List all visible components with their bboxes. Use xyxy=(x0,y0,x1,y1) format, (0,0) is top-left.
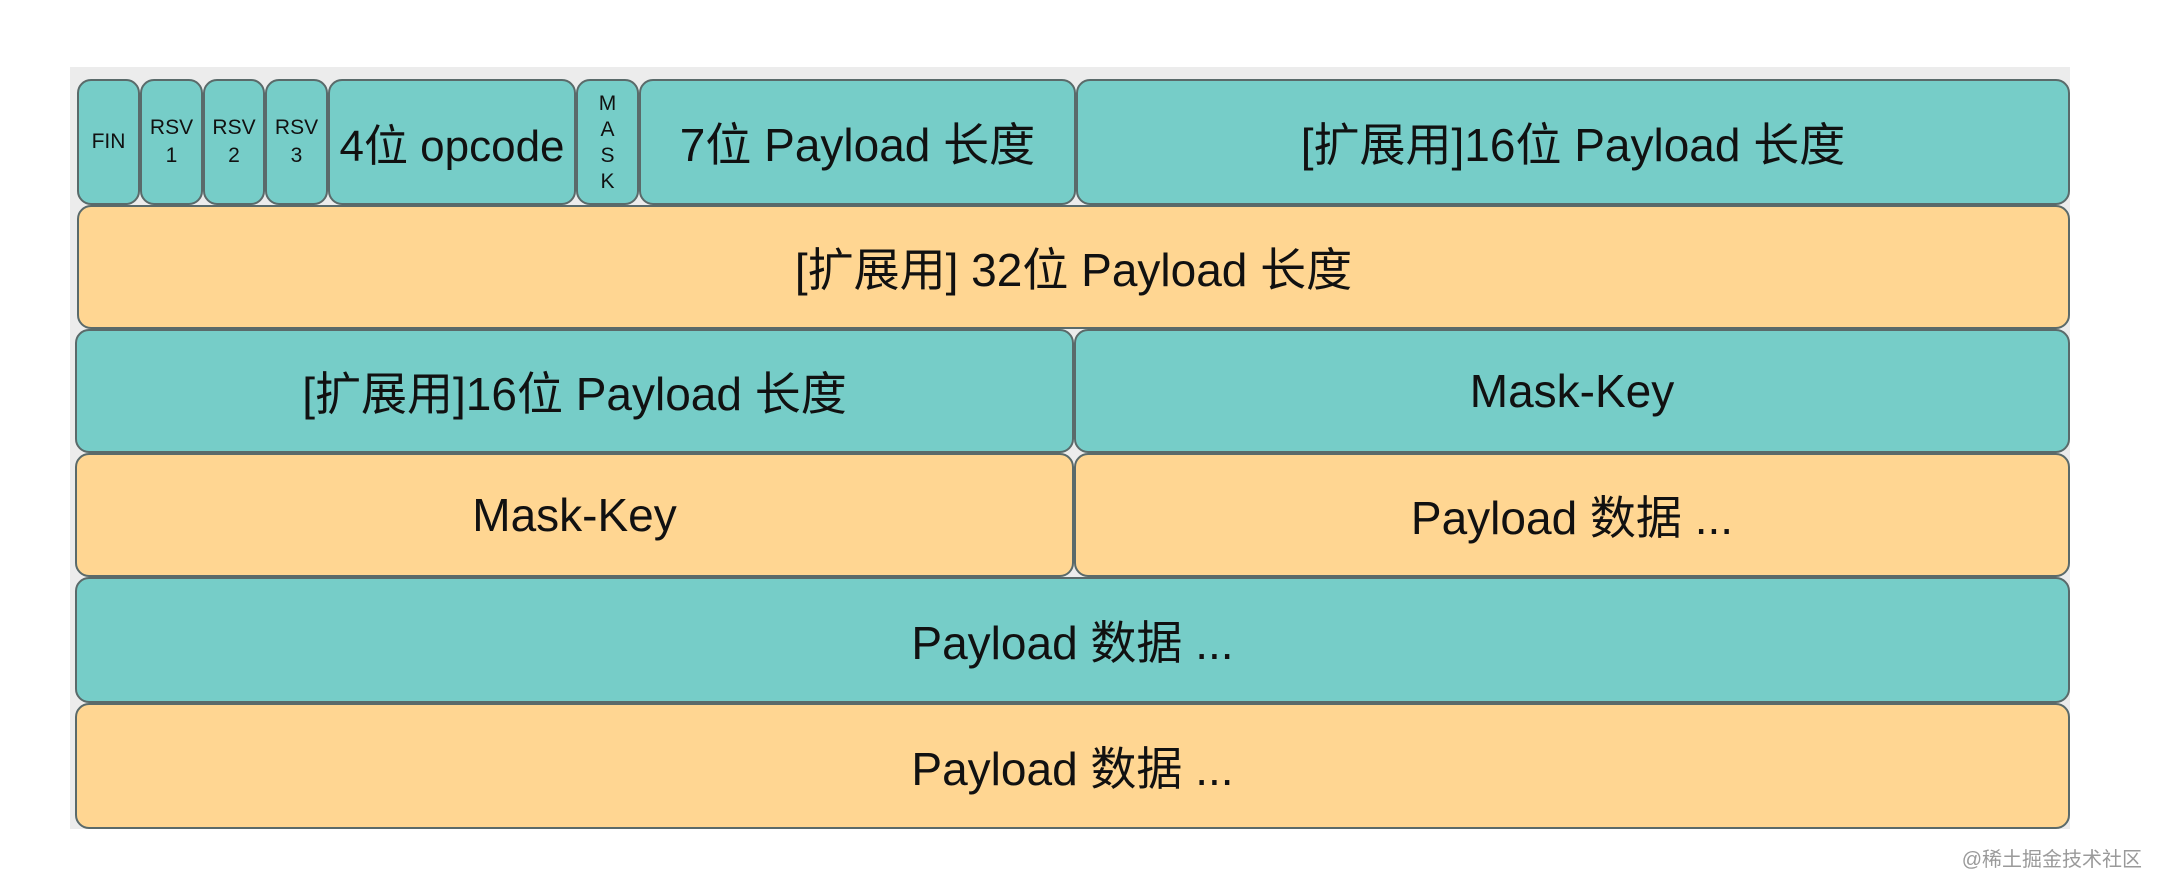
payload-len-7bit-label: 7位 Payload 长度 xyxy=(679,119,1036,171)
payload-data-label-1: Payload 数据 ... xyxy=(1410,492,1734,544)
mask-key-label-1: Mask-Key xyxy=(1469,365,1675,417)
rsv3-field: RSV 3 xyxy=(265,79,328,205)
rsv1-field: RSV 1 xyxy=(140,79,203,205)
rsv2-field: RSV 2 xyxy=(203,79,265,205)
payload-data-field-2: Payload 数据 ... xyxy=(75,577,2070,703)
ext-payload-len-16bit-cont-field: [扩展用]16位 Payload 长度 xyxy=(75,329,1074,453)
payload-data-field-3: Payload 数据 ... xyxy=(75,703,2070,829)
opcode-field: 4位 opcode xyxy=(328,79,576,205)
rsv1-number: 1 xyxy=(165,144,178,167)
ext-payload-len-32bit-field: [扩展用] 32位 Payload 长度 xyxy=(77,205,2070,329)
rsv3-number: 3 xyxy=(290,144,303,167)
rsv3-label: RSV xyxy=(274,116,319,139)
ext-payload-len-16bit-field: [扩展用]16位 Payload 长度 xyxy=(1076,79,2070,205)
mask-letter-s: S xyxy=(600,144,615,167)
ext-payload-len-16bit-cont-label: [扩展用]16位 Payload 长度 xyxy=(302,368,847,420)
payload-data-label-2: Payload 数据 ... xyxy=(911,617,1234,669)
payload-data-label-3: Payload 数据 ... xyxy=(911,743,1234,795)
mask-letter-k: K xyxy=(600,170,615,193)
mask-key-label-2: Mask-Key xyxy=(472,489,677,541)
opcode-label: 4位 opcode xyxy=(339,122,565,171)
mask-bit-field: M A S K xyxy=(576,79,639,205)
rsv1-label: RSV xyxy=(149,116,194,139)
rsv2-number: 2 xyxy=(228,144,240,167)
ext-payload-len-16bit-label: [扩展用]16位 Payload 长度 xyxy=(1300,119,1846,171)
rsv2-label: RSV xyxy=(212,116,256,139)
fin-field: FIN xyxy=(77,79,140,205)
mask-letter-a: A xyxy=(600,118,615,141)
mask-key-field-2: Mask-Key xyxy=(75,453,1074,577)
mask-key-field-1: Mask-Key xyxy=(1074,329,2070,453)
ext-payload-len-32bit-label: [扩展用] 32位 Payload 长度 xyxy=(794,244,1353,296)
fin-label: FIN xyxy=(91,130,126,153)
watermark-text: @稀土掘金技术社区 xyxy=(1961,849,2142,871)
payload-data-field-1: Payload 数据 ... xyxy=(1074,453,2070,577)
mask-letter-m: M xyxy=(598,92,617,115)
payload-len-7bit-field: 7位 Payload 长度 xyxy=(639,79,1076,205)
